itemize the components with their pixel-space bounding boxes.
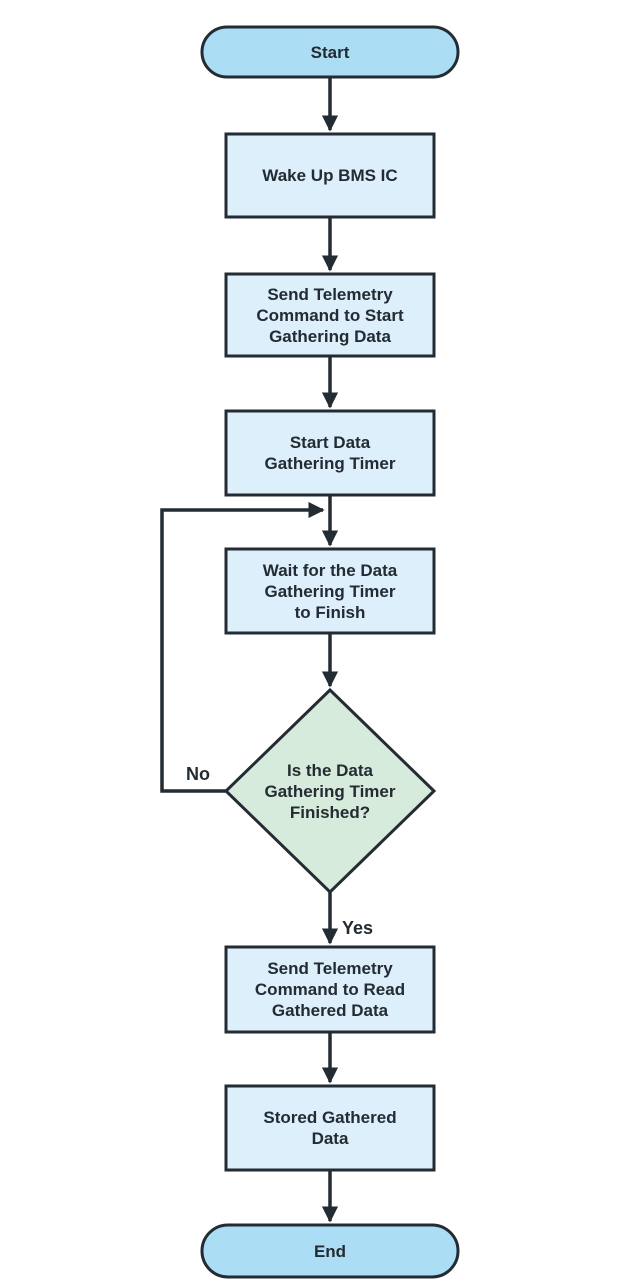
node-send-telemetry-start-shape: [224, 272, 436, 358]
node-is-timer-finished-shape: [223, 687, 437, 895]
edge-decision-no-loop: [160, 501, 325, 793]
node-end-shape: [200, 1223, 460, 1279]
node-start-data-gathering-timer-shape: [224, 409, 436, 497]
node-wait-for-timer-shape: [224, 547, 436, 635]
node-wake-up-bms-ic-shape: [224, 132, 436, 219]
node-stored-gathered-data-shape: [224, 1084, 436, 1172]
node-start-shape: [200, 25, 460, 79]
node-send-telemetry-read-shape: [224, 945, 436, 1034]
